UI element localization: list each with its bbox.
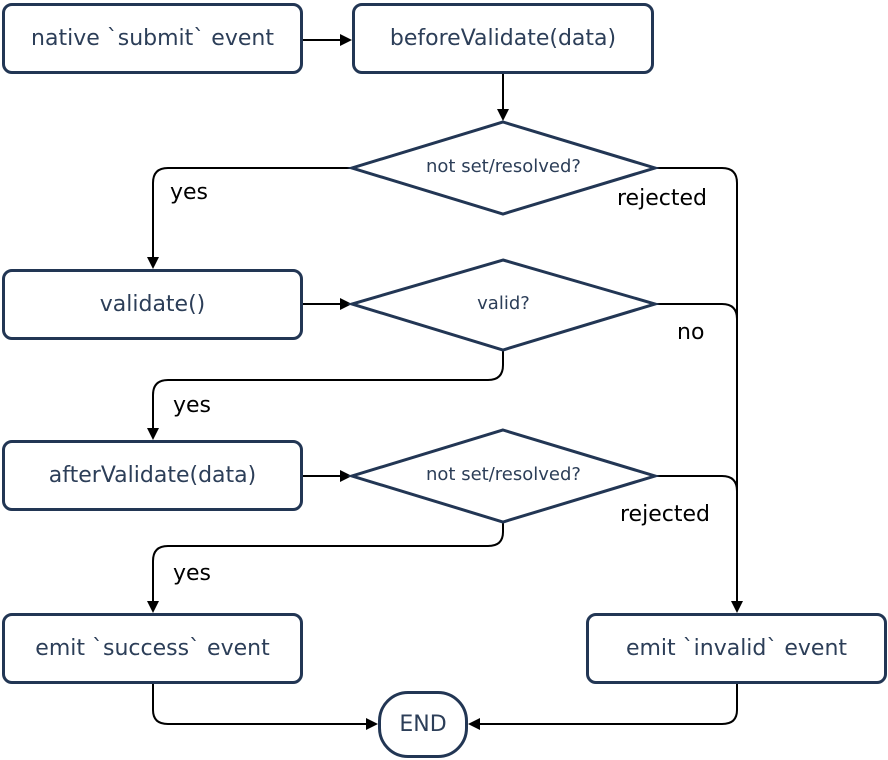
edge-invalid-to-end	[468, 684, 738, 730]
node-before-validate: beforeValidate(data)	[352, 3, 654, 74]
edge-label-no: no	[677, 320, 705, 345]
node-emit-success: emit `success` event	[2, 613, 303, 684]
edges	[147, 34, 743, 730]
edge-success-to-end	[152, 684, 378, 730]
edge-label-yes-1: yes	[170, 180, 209, 205]
node-end: END	[378, 691, 468, 758]
node-after-validate: afterValidate(data)	[2, 440, 303, 511]
decision-diamond-after	[346, 428, 661, 524]
edge-label-rejected-2: rejected	[620, 502, 710, 527]
edge-check-yes-to-success	[147, 522, 504, 613]
decision-text-before: not set/resolved?	[426, 156, 581, 177]
node-emit-invalid: emit `invalid` event	[586, 613, 887, 684]
decision-text-after: not set/resolved?	[426, 464, 581, 485]
edge-valid-no	[655, 303, 738, 320]
decision-diamond-before	[346, 120, 661, 216]
decision-text-valid: valid?	[477, 293, 530, 314]
edge-label-rejected-1: rejected	[617, 186, 707, 211]
edge-rejected-2	[655, 475, 738, 492]
node-validate: validate()	[2, 269, 303, 340]
node-native-submit: native `submit` event	[2, 3, 303, 74]
edge-check-yes-to-validate	[147, 167, 352, 269]
edge-valid-yes-to-after	[147, 350, 504, 440]
edge-label-yes-3: yes	[173, 561, 212, 586]
edge-label-yes-2: yes	[173, 393, 212, 418]
edge-rejected-to-invalid	[655, 167, 743, 613]
decision-diamond-valid	[346, 258, 661, 352]
